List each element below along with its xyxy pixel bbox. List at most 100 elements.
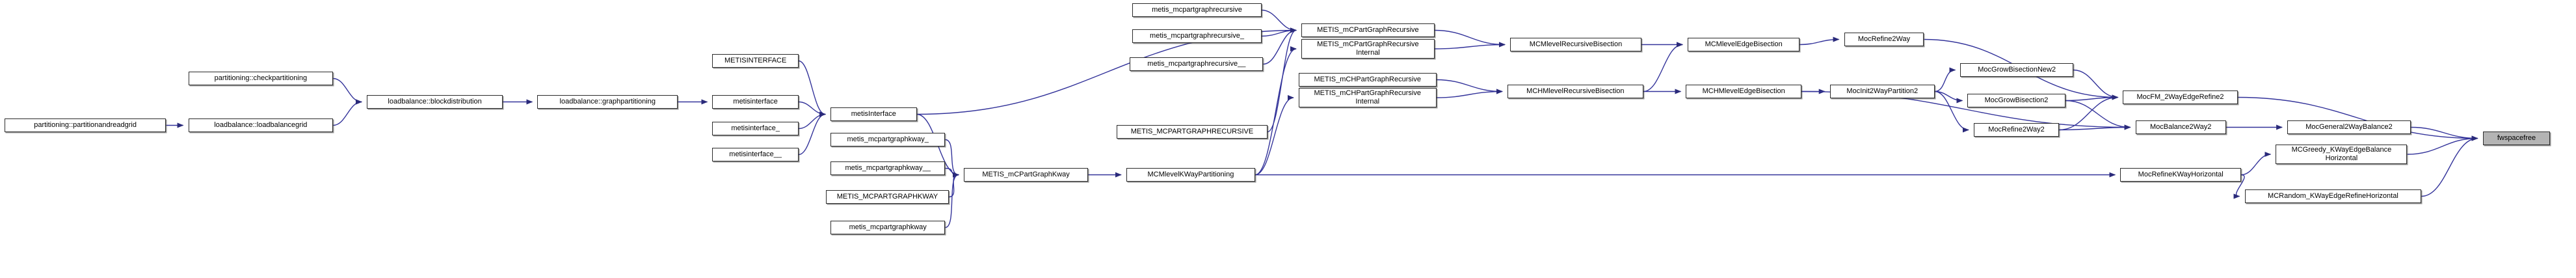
graph-node[interactable]: METIS_mCPartGraphKway xyxy=(963,168,1089,182)
graph-node[interactable]: MocRefine2Way2 xyxy=(1973,123,2060,137)
graph-node[interactable]: fwspacefree xyxy=(2482,132,2551,145)
graph-node-label: MocFM_2WayEdgeRefine2 xyxy=(2136,93,2224,102)
graph-node-label: loadbalance::graphpartitioning xyxy=(559,98,656,106)
graph-node[interactable]: metis_mcpartgraphrecursive__ xyxy=(1130,57,1264,71)
graph-edge xyxy=(945,167,959,178)
graph-node[interactable]: MocRefineKWayHorizontal xyxy=(2120,168,2242,182)
graph-node[interactable]: partitioning::partitionandreadgrid xyxy=(4,118,166,132)
graph-node[interactable]: METIS_mCPartGraphRecursive xyxy=(1301,23,1435,37)
graph-edge xyxy=(2421,135,2478,197)
graph-node[interactable]: MocBalance2Way2 xyxy=(2135,120,2226,134)
graph-node[interactable]: metis_mcpartgraphrecursive xyxy=(1132,3,1262,17)
graph-edge xyxy=(2410,126,2478,141)
graph-node-label: metis_mcpartgraphrecursive_ xyxy=(1150,32,1244,40)
graph-node-label: metisinterface_ xyxy=(731,124,780,133)
graph-node-label: MCMlevelKWayPartitioning xyxy=(1147,171,1234,179)
graph-node[interactable]: partitioning::checkpartitioning xyxy=(188,72,334,85)
graph-node-label: metis_mcpartgraphkway xyxy=(849,223,927,232)
graph-node-label: MocInit2WayPartition2 xyxy=(1846,87,1919,96)
graph-node-label: MocGrowBisection2 xyxy=(1984,96,2049,105)
graph-edge xyxy=(2059,94,2119,131)
graph-node-label: MocRefineKWayHorizontal xyxy=(2138,171,2224,179)
graph-edge xyxy=(945,139,959,178)
graph-edge xyxy=(1261,9,1297,33)
graph-node[interactable]: loadbalance::loadbalancegrid xyxy=(188,118,334,132)
graph-node[interactable]: MCHMlevelRecursiveBisection xyxy=(1507,85,1643,98)
graph-node[interactable]: metisinterface__ xyxy=(712,148,799,161)
graph-node[interactable]: loadbalance::graphpartitioning xyxy=(537,95,678,109)
graph-node[interactable]: METISINTERFACE xyxy=(712,54,799,68)
graph-node-label: loadbalance::blockdistribution xyxy=(388,98,482,106)
graph-node[interactable]: MCRandom_KWayEdgeRefineHorizontal xyxy=(2244,189,2422,203)
graph-edge xyxy=(1434,42,1506,49)
graph-node-label: metisInterface xyxy=(851,110,896,118)
graph-node-label: MCMlevelRecursiveBisection xyxy=(1529,40,1623,49)
graph-node-label: metisinterface__ xyxy=(729,150,782,159)
graph-node[interactable]: metisinterface xyxy=(712,95,799,109)
graph-edge xyxy=(948,172,959,198)
graph-edge xyxy=(2065,100,2131,130)
graph-node[interactable]: METIS_MCPARTGRAPHRECURSIVE xyxy=(1116,125,1268,139)
graph-node-label: metis_mcpartgraphkway__ xyxy=(845,164,931,173)
graph-edge xyxy=(798,60,827,117)
graph-node-label: METIS_MCPARTGRAPHRECURSIVE xyxy=(1130,128,1254,136)
graph-node[interactable]: MCHMlevelEdgeBisection xyxy=(1686,85,1801,98)
graph-node[interactable]: METIS_mCHPartGraphRecursive xyxy=(1298,73,1437,87)
graph-edge xyxy=(1643,42,1684,92)
graph-node-label: partitioning::checkpartitioning xyxy=(214,74,308,83)
graph-node[interactable]: MCMlevelRecursiveBisection xyxy=(1509,38,1642,51)
graph-node[interactable]: metis_mcpartgraphkway__ xyxy=(830,161,946,175)
graph-edge xyxy=(2407,135,2478,155)
graph-node[interactable]: MocFM_2WayEdgeRefine2 xyxy=(2123,90,2238,104)
graph-node[interactable]: MCGreedy_KWayEdgeBalance Horizontal xyxy=(2276,145,2408,164)
graph-node-label: MCGreedy_KWayEdgeBalance Horizontal xyxy=(2291,146,2392,162)
graph-edge xyxy=(798,111,827,156)
graph-node[interactable]: MocInit2WayPartition2 xyxy=(1829,85,1935,98)
graph-node[interactable]: MocGeneral2WayBalance2 xyxy=(2287,120,2411,134)
graph-node[interactable]: metisInterface xyxy=(830,107,917,121)
graph-edge xyxy=(798,111,827,130)
graph-node-label: MCMlevelEdgeBisection xyxy=(1705,40,1783,49)
graph-node-label: metisinterface xyxy=(733,98,778,106)
graph-node[interactable]: MCMlevelEdgeBisection xyxy=(1688,38,1800,51)
graph-node-label: MCHMlevelRecursiveBisection xyxy=(1526,87,1625,96)
graph-edge xyxy=(2059,124,2131,131)
graph-edge xyxy=(1799,36,1840,46)
graph-edge xyxy=(333,99,363,126)
graph-edge xyxy=(2073,69,2119,100)
graph-node-label: MocRefine2Way xyxy=(1857,35,1911,44)
graph-node-label: fwspacefree xyxy=(2497,134,2536,143)
graph-node[interactable]: METIS_mCPartGraphRecursive Internal xyxy=(1301,39,1435,59)
graph-node-label: metis_mcpartgraphkway_ xyxy=(847,135,929,144)
graph-node[interactable]: metis_mcpartgraphrecursive_ xyxy=(1132,29,1262,43)
graph-node[interactable]: METIS_MCPARTGRAPHKWAY xyxy=(826,190,949,204)
graph-node[interactable]: metisinterface_ xyxy=(712,122,799,135)
graph-node[interactable]: metis_mcpartgraphkway xyxy=(830,221,946,234)
graph-node[interactable]: metis_mcpartgraphkway_ xyxy=(830,133,946,146)
graph-node-label: METIS_MCPARTGRAPHKWAY xyxy=(836,193,938,201)
graph-edge xyxy=(1934,90,1963,104)
graph-edge xyxy=(798,101,827,117)
graph-node-label: METIS_mCPartGraphRecursive Internal xyxy=(1317,40,1419,57)
graph-node[interactable]: METIS_mCHPartGraphRecursive Internal xyxy=(1298,88,1437,107)
graph-node-label: METIS_mCPartGraphKway xyxy=(982,171,1070,179)
graph-node-label: METIS_mCHPartGraphRecursive xyxy=(1314,76,1421,84)
graph-node[interactable]: MCMlevelKWayPartitioning xyxy=(1126,168,1255,182)
graph-node[interactable]: loadbalance::blockdistribution xyxy=(367,95,503,109)
graph-node[interactable]: MocGrowBisection2 xyxy=(1967,94,2065,107)
graph-node-label: MocRefine2Way2 xyxy=(1988,126,2045,134)
graph-node-label: MocGeneral2WayBalance2 xyxy=(2305,123,2393,132)
graph-edge xyxy=(2241,152,2272,176)
graph-node-label: METIS_mCPartGraphRecursive xyxy=(1317,26,1419,35)
graph-edge xyxy=(1263,27,1297,65)
graph-edge xyxy=(1934,67,1956,92)
graph-node[interactable]: MocGrowBisectionNew2 xyxy=(1960,63,2073,77)
graph-edge xyxy=(2065,94,2119,102)
graph-node-label: partitioning::partitionandreadgrid xyxy=(34,121,137,130)
graph-node-label: MCRandom_KWayEdgeRefineHorizontal xyxy=(2268,192,2398,201)
graph-node[interactable]: MocRefine2Way xyxy=(1844,33,1924,46)
graph-edge xyxy=(1267,27,1297,133)
graph-node-label: METIS_mCHPartGraphRecursive Internal xyxy=(1314,89,1421,105)
